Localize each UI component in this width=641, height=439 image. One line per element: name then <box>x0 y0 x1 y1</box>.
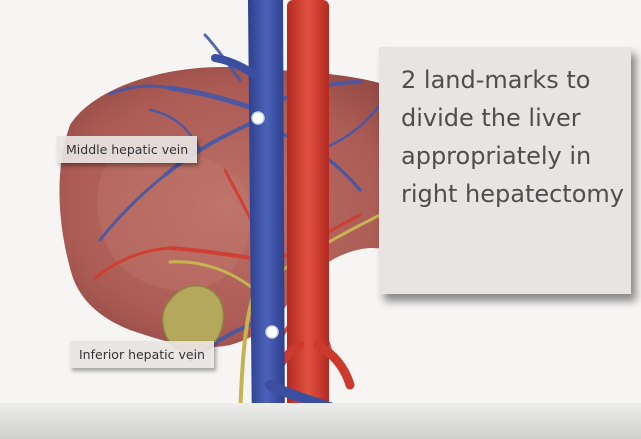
inferior-vena-cava <box>248 0 285 439</box>
bottom-bar <box>0 403 641 439</box>
landmark-inferior-hepatic-vein <box>266 326 278 338</box>
annotation-line: right hepatectomy <box>401 175 615 213</box>
aorta <box>287 0 329 439</box>
annotation-box: 2 land-marks to divide the liver appropr… <box>379 47 631 294</box>
annotation-line: appropriately in <box>401 137 615 175</box>
label-inferior-hepatic-vein: Inferior hepatic vein <box>70 341 214 368</box>
landmark-middle-hepatic-vein <box>252 112 264 124</box>
annotation-line: 2 land-marks to <box>401 61 615 99</box>
label-middle-hepatic-vein: Middle hepatic vein <box>57 136 197 163</box>
annotation-line: divide the liver <box>401 99 615 137</box>
